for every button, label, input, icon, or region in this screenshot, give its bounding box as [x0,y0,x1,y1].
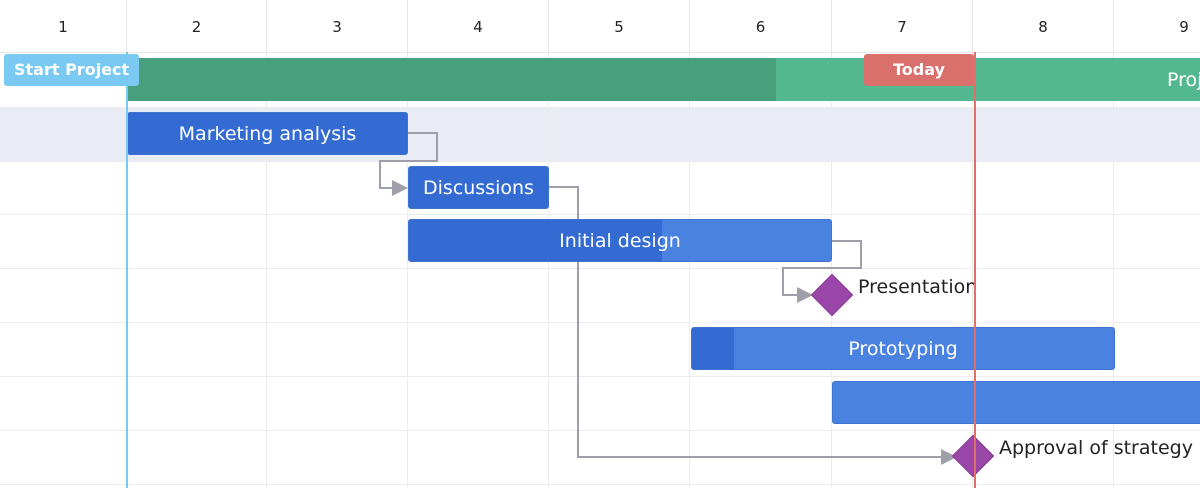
scale-cell: 6 [690,0,832,52]
task-label: Marketing analysis [178,122,357,145]
scale-cell: 2 [127,0,267,52]
scale-cell: 8 [973,0,1114,52]
project-label: Project pla [1166,68,1200,91]
grid-row-line [0,484,1200,485]
task-bar-prototyping[interactable]: Prototyping [691,327,1115,370]
grid-row-line [0,107,1200,108]
today-marker-flag[interactable]: Today [864,54,974,86]
task-bar-marketing-analysis[interactable]: Marketing analysis [127,112,408,155]
task-progress-fill [692,328,735,369]
grid-column-line [548,52,549,488]
scale-cell: 4 [408,0,549,52]
scale-cell: 7 [832,0,973,52]
grid-row-line [0,376,1200,377]
grid-row-line [0,268,1200,269]
grid-row-line [0,214,1200,215]
grid-row-line [0,161,1200,162]
task-progress-fill [128,113,407,154]
scale-cell: 3 [267,0,408,52]
start-marker-line [126,52,128,488]
task-bar-initial-design[interactable]: Initial design [408,219,832,262]
link-discussions-to-approval[interactable] [549,186,957,465]
task-bar-unnamed[interactable] [832,381,1200,424]
grid-column-line [1113,52,1114,488]
timescale-header: 1 2 3 4 5 6 7 8 9 [0,0,1200,53]
milestone-label: Presentation [858,276,978,298]
scale-cell: 1 [0,0,127,52]
scale-cell: 9 [1114,0,1200,52]
grid-row-line [0,430,1200,431]
task-progress-fill [409,220,663,261]
task-bar-discussions[interactable]: Discussions [408,166,549,209]
milestone-label: Approval of strategy [999,437,1193,459]
today-marker-line [974,52,976,488]
task-progress-fill [409,167,548,208]
start-marker-flag[interactable]: Start Project [4,54,140,86]
grid-column-line [689,52,690,488]
grid-column-line [972,52,973,488]
grid-row-line [0,322,1200,323]
project-progress-fill [127,58,776,101]
link-marketing-to-discussions[interactable] [379,132,438,196]
project-bar[interactable]: Project pla [127,58,1200,101]
grid-column-line [407,52,408,488]
grid-column-line [266,52,267,488]
task-label: Discussions [423,176,534,199]
link-design-to-presentation[interactable] [782,240,862,303]
scale-cell: 5 [549,0,690,52]
task-label: Prototyping [848,337,958,360]
grid-column-line [831,52,832,488]
task-label: Initial design [559,229,681,252]
